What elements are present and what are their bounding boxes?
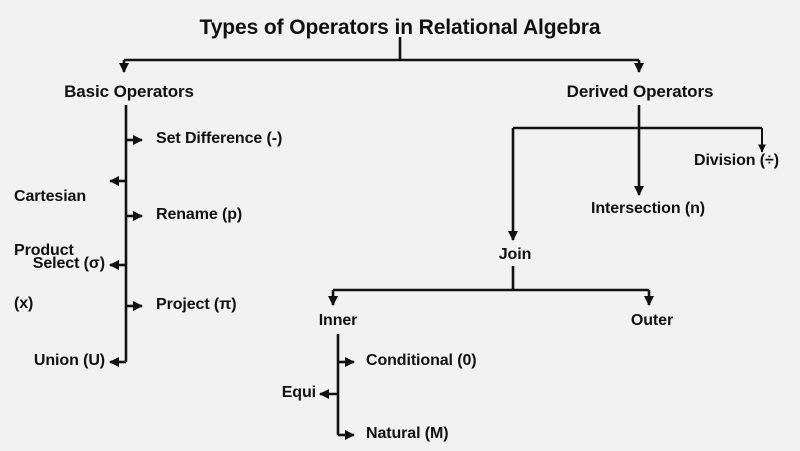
node-union[interactable]: Union (U): [33, 352, 105, 369]
node-inner[interactable]: Inner: [318, 312, 358, 329]
node-cartesian-product[interactable]: Cartesian Product (x): [14, 152, 86, 349]
node-cartesian-product-line2: Product: [14, 241, 74, 259]
node-select[interactable]: Select (σ): [32, 255, 105, 272]
node-division[interactable]: Division (÷): [694, 152, 779, 169]
node-intersection[interactable]: Intersection (n): [591, 200, 705, 217]
node-natural[interactable]: Natural (M): [366, 425, 449, 442]
node-basic-operators[interactable]: Basic Operators: [64, 82, 194, 101]
node-set-difference[interactable]: Set Difference (-): [156, 130, 283, 147]
node-conditional[interactable]: Conditional (0): [366, 352, 477, 369]
node-project[interactable]: Project (π): [156, 296, 237, 313]
node-cartesian-product-line3: (x): [14, 295, 34, 313]
node-rename[interactable]: Rename (p): [156, 206, 243, 223]
diagram-title: Types of Operators in Relational Algebra: [199, 16, 601, 39]
node-outer[interactable]: Outer: [630, 312, 674, 329]
node-equi[interactable]: Equi: [281, 384, 316, 401]
node-derived-operators[interactable]: Derived Operators: [566, 82, 714, 101]
node-cartesian-product-line1: Cartesian: [14, 187, 87, 205]
node-join[interactable]: Join: [498, 246, 532, 263]
